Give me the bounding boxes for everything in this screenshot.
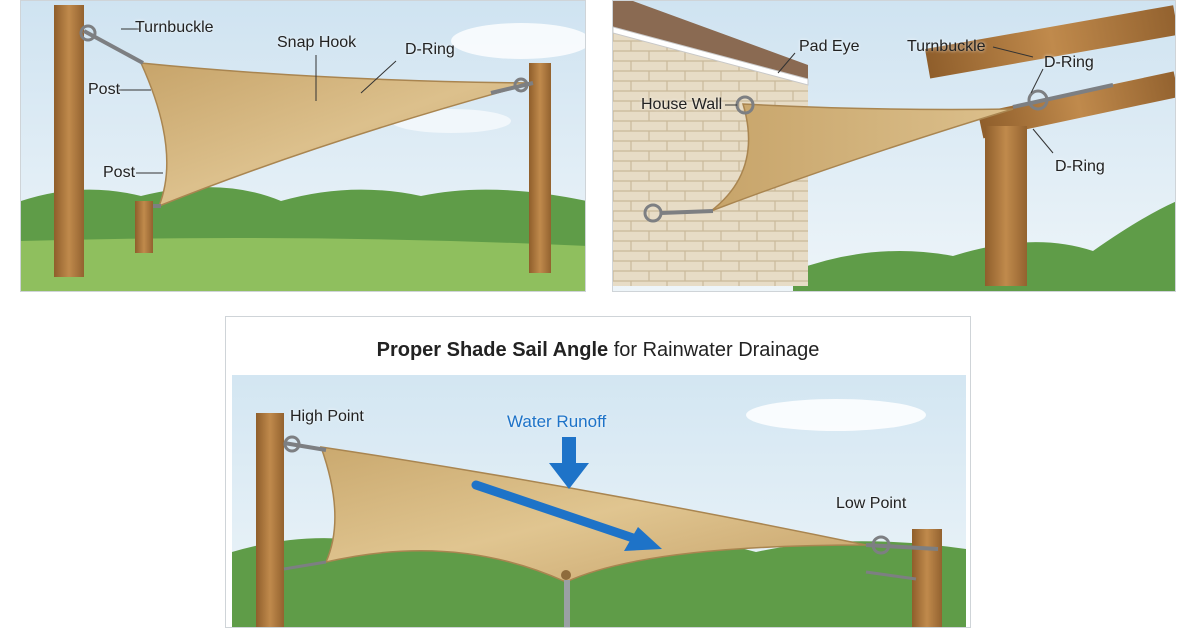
grass [21, 237, 585, 291]
panel-house-wall-mount: Pad Eye Turnbuckle D-Ring House Wall D-R… [612, 0, 1176, 292]
tree-line [793, 201, 1175, 291]
shade-sail [319, 446, 867, 583]
panel-freestanding-posts: Turnbuckle Snap Hook D-Ring Post Post [20, 0, 586, 292]
label-turnbuckle: Turnbuckle [135, 19, 214, 36]
label-high-point: High Point [290, 408, 364, 425]
label-d-ring-bottom: D-Ring [1055, 158, 1105, 175]
post-short [135, 201, 153, 253]
title-bold: Proper Shade Sail Angle [376, 339, 609, 361]
label-house-wall: House Wall [641, 96, 723, 113]
post-right [529, 63, 551, 273]
label-d-ring-top: D-Ring [1044, 54, 1094, 71]
center-pole [564, 580, 570, 627]
title-rest: for Rainwater Drainage [608, 339, 820, 361]
tree-line [232, 535, 966, 627]
label-d-ring: D-Ring [405, 41, 455, 58]
pergola-beam [924, 5, 1175, 79]
roof [613, 1, 808, 79]
diagram-title: Proper Shade Sail Angle for Rainwater Dr… [226, 339, 970, 362]
label-turnbuckle: Turnbuckle [907, 38, 986, 55]
house-wall [613, 11, 808, 286]
label-pad-eye: Pad Eye [799, 38, 860, 55]
label-low-point: Low Point [836, 495, 907, 512]
label-post-top: Post [88, 81, 121, 98]
shade-sail [710, 103, 1014, 212]
label-snap-hook: Snap Hook [277, 34, 357, 51]
freestanding-sail-illustration [21, 1, 585, 291]
rain-down-arrow [562, 437, 576, 463]
post-high [256, 413, 284, 627]
runoff-flow-arrow [471, 480, 641, 544]
high-point-hardware [283, 441, 327, 452]
panel-drainage-angle: Proper Shade Sail Angle for Rainwater Dr… [225, 316, 971, 628]
pergola-post [985, 126, 1027, 286]
low-point-hardware [865, 543, 939, 551]
wall-mounted-sail-illustration [613, 1, 1175, 291]
post-left [54, 5, 84, 277]
label-water-runoff: Water Runoff [507, 412, 607, 431]
d-ring-hardware [1027, 89, 1049, 111]
label-post-bottom: Post [103, 164, 136, 181]
drainage-sail-illustration [232, 375, 966, 627]
post-low [912, 529, 942, 627]
shade-sail [139, 62, 534, 208]
